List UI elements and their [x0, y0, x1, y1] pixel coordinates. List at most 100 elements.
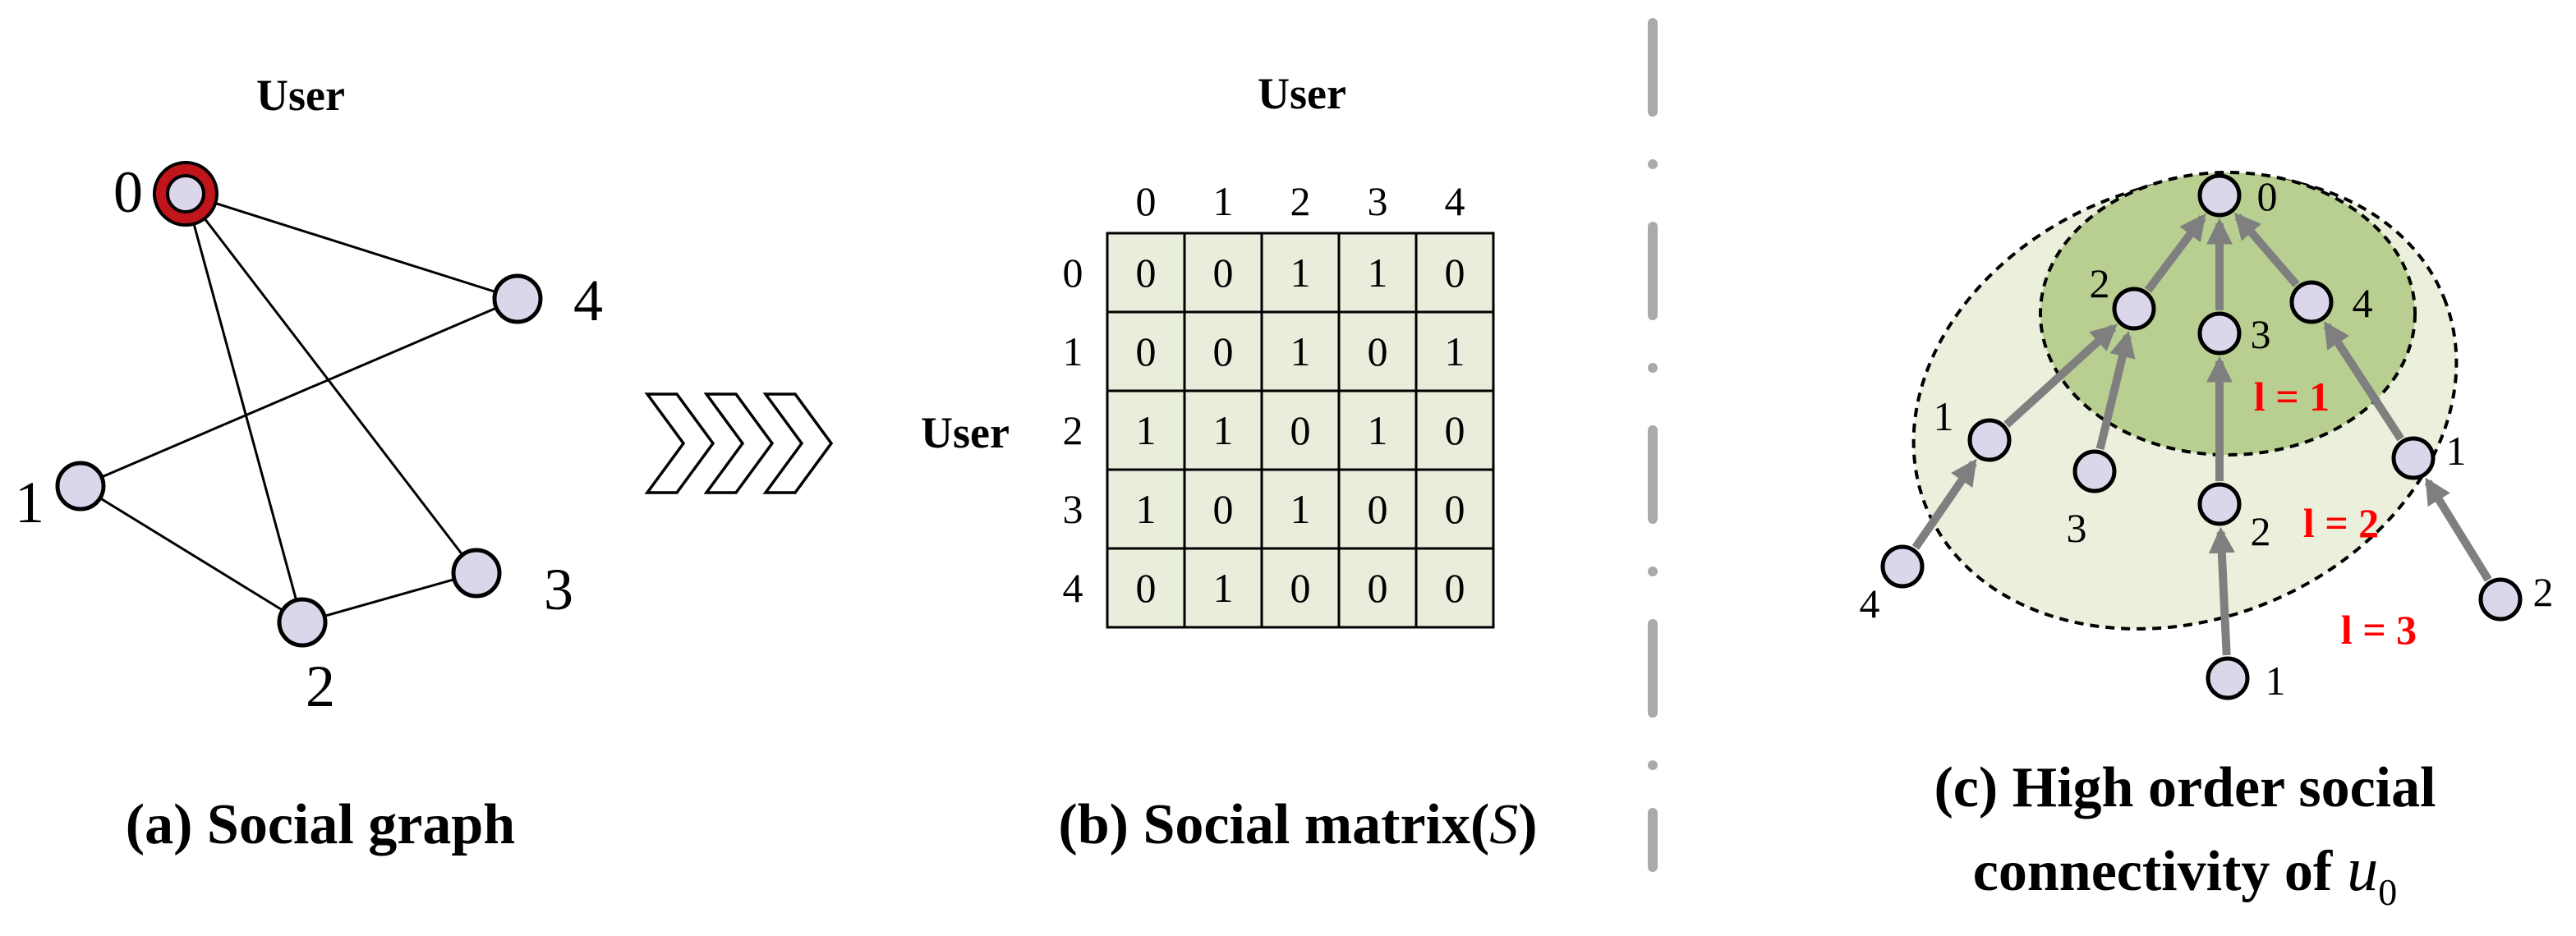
level-3-label: l = 3	[2341, 607, 2417, 653]
matrix-cell	[1337, 389, 1418, 471]
matrix-col-header: 2	[1290, 178, 1311, 224]
matrix-cell	[1183, 389, 1263, 471]
matrix-cell-value: 0	[1445, 565, 1465, 611]
matrix-cell-value: 1	[1213, 407, 1234, 453]
tree-node	[2072, 449, 2117, 493]
matrix-col-header: 0	[1136, 178, 1157, 224]
matrix-cell-value: 0	[1368, 565, 1388, 611]
matrix-caption-symbol: S	[1489, 793, 1518, 856]
user-node-4	[492, 273, 543, 324]
matrix-cell	[1106, 232, 1186, 314]
matrix-cell	[1183, 468, 1263, 550]
matrix-col-header: 3	[1368, 178, 1388, 224]
graph-edge	[301, 571, 477, 624]
matrix-cell-value: 0	[1368, 328, 1388, 374]
divider-dot	[1648, 363, 1658, 373]
matrix-cell-value: 0	[1136, 565, 1157, 611]
graph-user-label: User	[256, 71, 345, 120]
matrix-cell-value: 1	[1290, 250, 1311, 296]
tree-node	[2478, 577, 2523, 622]
tree-node-label: 1	[2446, 428, 2467, 474]
divider-dot	[1648, 567, 1658, 576]
connectivity-caption-subscript: 0	[2378, 871, 2397, 913]
level-2-label: l = 2	[2303, 500, 2379, 546]
tree-node-label: 4	[1860, 580, 1880, 626]
connectivity-caption-line1: (c) High order social	[1934, 756, 2436, 819]
connectivity-arrow	[1911, 458, 1977, 550]
connectivity-arrow	[2003, 323, 2118, 428]
matrix-cell-value: 0	[1368, 486, 1388, 532]
matrix-row-header: 4	[1063, 565, 1083, 611]
matrix-cell-value: 1	[1290, 328, 1311, 374]
user-node-3	[451, 548, 502, 599]
matrix-cell-value: 1	[1290, 486, 1311, 532]
tree-node	[2197, 482, 2242, 526]
graph-edge	[80, 297, 518, 488]
connectivity-arrow	[2095, 330, 2136, 450]
matrix-cell-value: 0	[1213, 328, 1234, 374]
tree-node	[2391, 436, 2436, 480]
graph-edge	[80, 484, 303, 624]
matrix-user-top-label: User	[1258, 69, 1346, 118]
tree-node-label: 2	[2251, 508, 2271, 554]
graph-edge	[184, 193, 478, 574]
user-node-1	[55, 461, 106, 512]
matrix-cell-value: 0	[1213, 486, 1234, 532]
tree-node-label: 3	[2251, 311, 2271, 357]
matrix-cell	[1337, 547, 1418, 629]
tree-node-label: 0	[2257, 173, 2278, 219]
matrix-cell	[1414, 310, 1495, 392]
matrix-cell	[1106, 468, 1186, 550]
tree-node-label: 1	[1934, 393, 1954, 439]
matrix-cell-value: 1	[1136, 407, 1157, 453]
connectivity-caption-text: connectivity of	[1973, 840, 2333, 903]
matrix-cell	[1260, 232, 1341, 314]
matrix-cell-value: 0	[1445, 250, 1465, 296]
tree-node-label: 1	[2266, 658, 2286, 704]
graph-edges	[80, 192, 518, 624]
matrix-cell	[1337, 310, 1418, 392]
matrix-cell	[1414, 389, 1495, 471]
chevron-arrow-icon	[762, 392, 834, 494]
user-node-2	[277, 597, 328, 648]
tree-node	[2289, 280, 2334, 324]
matrix-cell-value: 0	[1290, 407, 1311, 453]
matrix-cell	[1260, 468, 1341, 550]
chevron-arrow-icon	[703, 392, 775, 494]
matrix-caption-prefix: (b) Social matrix(	[1058, 793, 1489, 856]
user-node-0	[166, 174, 205, 213]
graph-edge	[185, 192, 518, 301]
matrix-cell	[1414, 547, 1495, 629]
matrix-cell-value: 0	[1290, 565, 1311, 611]
tree-node-label: 2	[2533, 569, 2554, 615]
matrix-cell-value: 0	[1136, 250, 1157, 296]
matrix-cell-value: 0	[1445, 407, 1465, 453]
divider-dot	[1648, 159, 1658, 169]
matrix-cell-value: 1	[1136, 486, 1157, 532]
user-node-label: 4	[573, 268, 603, 333]
tree-node-label: 4	[2353, 280, 2373, 326]
connectivity-caption-symbol: u	[2347, 835, 2378, 904]
divider-dot	[1648, 760, 1658, 770]
connectivity-arrow	[2323, 321, 2404, 442]
matrix-cell	[1260, 310, 1341, 392]
matrix-cell-value: 1	[1213, 565, 1234, 611]
matrix-row-header: 3	[1063, 486, 1083, 532]
tree-node-label: 2	[2090, 260, 2110, 306]
matrix-cell	[1337, 468, 1418, 550]
matrix-cell	[1183, 547, 1263, 629]
matrix-cell-value: 0	[1136, 328, 1157, 374]
matrix-row-header: 1	[1063, 328, 1083, 374]
graph-edge	[184, 193, 304, 623]
matrix-cell	[1260, 389, 1341, 471]
